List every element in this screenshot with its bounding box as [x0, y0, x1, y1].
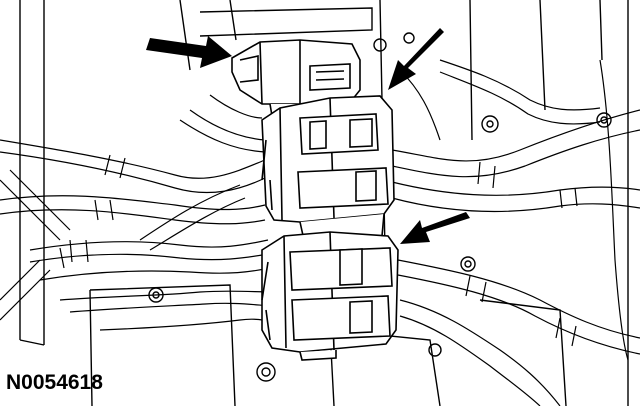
figure-id-label: N0054618: [6, 371, 103, 394]
connector-block-icon: [261, 231, 399, 361]
wire-bundle-icon: [0, 94, 273, 331]
connector-block-icon: [261, 95, 395, 241]
callout-arrow-icon: [146, 36, 232, 68]
wire-bundle-icon: [391, 59, 640, 406]
connector-block-icon: [231, 39, 361, 117]
callout-arrow-icon: [400, 212, 470, 244]
background-structure: [19, 0, 629, 406]
callout-arrow-icon: [388, 28, 444, 90]
